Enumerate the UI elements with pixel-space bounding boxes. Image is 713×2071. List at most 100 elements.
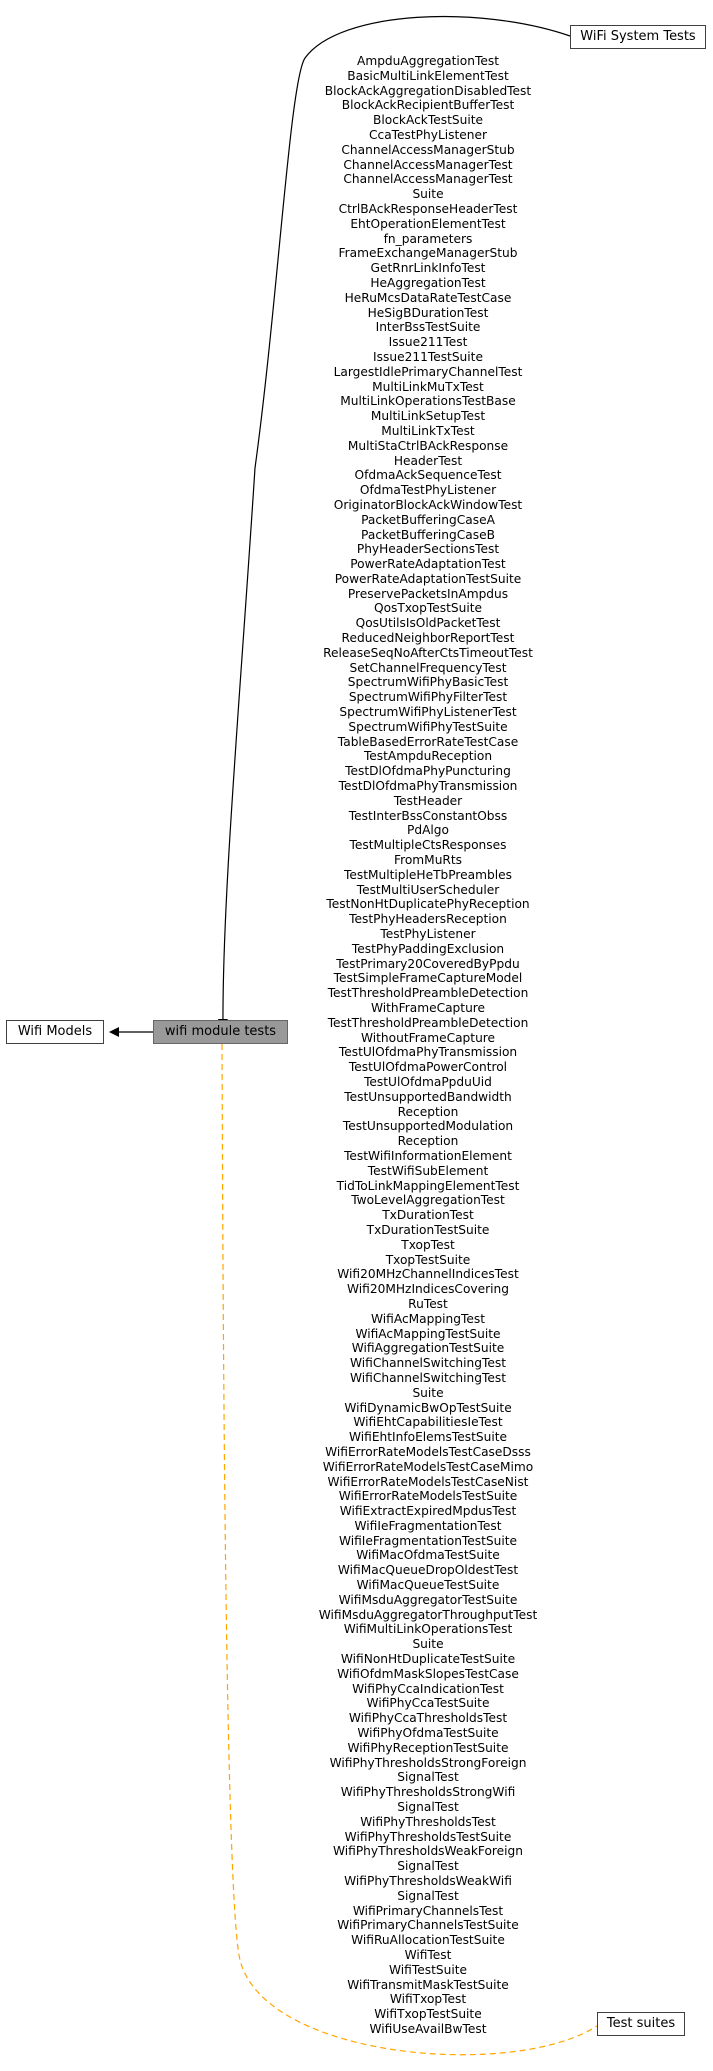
member-item[interactable]: WifiMacQueueTestSuite xyxy=(356,1578,500,1593)
member-item[interactable]: WifiChannelSwitchingTest xyxy=(349,1356,507,1371)
member-item[interactable]: Issue211Test xyxy=(388,335,468,350)
member-item[interactable]: ReleaseSeqNoAfterCtsTimeoutTest xyxy=(323,645,533,660)
member-item[interactable]: MultiStaCtrlBAckResponse xyxy=(347,438,509,453)
member-item[interactable]: WifiErrorRateModelsTestCaseDsss xyxy=(325,1444,531,1459)
member-item[interactable]: WifiErrorRateModelsTestCaseMimo xyxy=(322,1459,534,1474)
member-item[interactable]: PhyHeaderSectionsTest xyxy=(356,542,500,557)
member-item[interactable]: CtrlBAckResponseHeaderTest xyxy=(338,201,518,216)
member-item[interactable]: TestUnsupportedBandwidth xyxy=(344,1089,512,1104)
member-item[interactable]: TestPrimary20CoveredByPpdu xyxy=(336,956,520,971)
member-item[interactable]: TxopTest xyxy=(401,1237,455,1252)
member-item[interactable]: Suite xyxy=(412,187,444,202)
member-item[interactable]: TxDurationTestSuite xyxy=(366,1222,490,1237)
member-item[interactable]: TestThresholdPreambleDetection xyxy=(327,1015,529,1030)
member-item[interactable]: MultiLinkMuTxTest xyxy=(372,379,484,394)
member-item[interactable]: TestDlOfdmaPhyPuncturing xyxy=(345,764,511,779)
member-item[interactable]: WifiExtractExpiredMpdusTest xyxy=(339,1504,517,1519)
member-item[interactable]: TestThresholdPreambleDetection xyxy=(327,986,529,1001)
member-item[interactable]: WifiNonHtDuplicateTestSuite xyxy=(340,1652,516,1667)
member-item[interactable]: WifiAcMappingTestSuite xyxy=(355,1326,501,1341)
member-item[interactable]: HeaderTest xyxy=(393,453,463,468)
member-item[interactable]: WifiChannelSwitchingTest xyxy=(349,1370,507,1385)
member-item[interactable]: Reception xyxy=(397,1134,459,1149)
member-item[interactable]: TestWifiInformationElement xyxy=(344,1148,512,1163)
member-item[interactable]: ChannelAccessManagerTest xyxy=(343,172,513,187)
member-item[interactable]: BlockAckTestSuite xyxy=(373,113,483,128)
member-item[interactable]: WifiPhyReceptionTestSuite xyxy=(347,1740,509,1755)
member-item[interactable]: GetRnrLinkInfoTest xyxy=(370,261,486,276)
member-item[interactable]: HeSigBDurationTest xyxy=(367,305,489,320)
member-item[interactable]: WifiOfdmMaskSlopesTestCase xyxy=(337,1666,519,1681)
member-item[interactable]: WifiMsduAggregatorTestSuite xyxy=(338,1592,518,1607)
member-item[interactable]: WifiAggregationTestSuite xyxy=(351,1341,505,1356)
member-item[interactable]: WifiPhyThresholdsStrongForeign xyxy=(329,1755,527,1770)
member-item[interactable]: SpectrumWifiPhyTestSuite xyxy=(348,719,508,734)
member-item[interactable]: WifiErrorRateModelsTestSuite xyxy=(338,1489,518,1504)
member-item[interactable]: TestAmpduReception xyxy=(363,749,493,764)
member-item[interactable]: TestPhyListener xyxy=(380,927,476,942)
member-item[interactable]: TestSimpleFrameCaptureModel xyxy=(333,971,523,986)
member-item[interactable]: TestUlOfdmaPowerControl xyxy=(348,1060,508,1075)
member-item[interactable]: TidToLinkMappingElementTest xyxy=(336,1178,520,1193)
member-item[interactable]: HeRuMcsDataRateTestCase xyxy=(344,290,512,305)
member-item[interactable]: WifiPrimaryChannelsTestSuite xyxy=(337,1918,519,1933)
member-item[interactable]: WifiErrorRateModelsTestCaseNist xyxy=(327,1474,529,1489)
member-item[interactable]: WifiMultiLinkOperationsTest xyxy=(343,1622,513,1637)
member-item[interactable]: PreservePacketsInAmpdus xyxy=(347,586,509,601)
member-item[interactable]: SignalTest xyxy=(397,1859,459,1874)
member-item[interactable]: TestMultipleCtsResponses xyxy=(349,838,507,853)
member-item[interactable]: WifiPhyCcaThresholdsTest xyxy=(348,1711,508,1726)
member-item[interactable]: QosUtilsIsOldPacketTest xyxy=(355,616,501,631)
member-item[interactable]: WifiPhyThresholdsTest xyxy=(360,1814,496,1829)
member-item[interactable]: WifiPhyThresholdsWeakForeign xyxy=(332,1844,524,1859)
member-item[interactable]: SignalTest xyxy=(397,1800,459,1815)
member-item[interactable]: TestMultipleHeTbPreambles xyxy=(344,867,512,882)
member-item[interactable]: AmpduAggregationTest xyxy=(356,54,499,68)
member-item[interactable]: TestWifiSubElement xyxy=(367,1163,489,1178)
member-item[interactable]: BlockAckRecipientBufferTest xyxy=(341,98,515,113)
member-item[interactable]: OfdmaTestPhyListener xyxy=(359,483,497,498)
member-item[interactable]: Suite xyxy=(412,1385,444,1400)
member-item[interactable]: TxDurationTest xyxy=(382,1208,474,1223)
wifi-system-tests-node[interactable]: WiFi System Tests xyxy=(570,25,706,49)
member-item[interactable]: PowerRateAdaptationTest xyxy=(350,557,506,572)
member-item[interactable]: SignalTest xyxy=(397,1770,459,1785)
member-item[interactable]: WifiPhyCcaIndicationTest xyxy=(352,1681,504,1696)
member-item[interactable]: OriginatorBlockAckWindowTest xyxy=(333,497,523,512)
member-item[interactable]: ChannelAccessManagerTest xyxy=(343,157,513,172)
member-item[interactable]: TestPhyPaddingExclusion xyxy=(351,941,505,956)
member-item[interactable]: QosTxopTestSuite xyxy=(374,601,482,616)
member-item[interactable]: MultiLinkSetupTest xyxy=(370,409,486,424)
member-item[interactable]: WifiDynamicBwOpTestSuite xyxy=(344,1400,512,1415)
member-item[interactable]: WifiPhyThresholdsWeakWifi xyxy=(344,1874,512,1889)
member-item[interactable]: WifiRuAllocationTestSuite xyxy=(351,1933,505,1948)
member-item[interactable]: EhtOperationElementTest xyxy=(350,216,506,231)
member-item[interactable]: WifiEhtInfoElemsTestSuite xyxy=(348,1430,508,1445)
member-item[interactable]: WifiPrimaryChannelsTest xyxy=(352,1903,504,1918)
member-item[interactable]: WithFrameCapture xyxy=(370,1001,486,1015)
member-item[interactable]: WifiAcMappingTest xyxy=(371,1311,485,1326)
member-item[interactable]: TxopTestSuite xyxy=(385,1252,471,1267)
member-item[interactable]: Wifi20MHzChannelIndicesTest xyxy=(337,1267,519,1282)
member-item[interactable]: SignalTest xyxy=(397,1888,459,1903)
member-item[interactable]: TestMultiUserScheduler xyxy=(356,882,500,897)
member-item[interactable]: WifiEhtCapabilitiesIeTest xyxy=(353,1415,503,1430)
member-item[interactable]: HeAggregationTest xyxy=(370,275,486,290)
member-item[interactable]: WifiTransmitMaskTestSuite xyxy=(347,1977,509,1992)
member-item[interactable]: TestInterBssConstantObss xyxy=(348,808,508,823)
member-item[interactable]: SetChannelFrequencyTest xyxy=(349,660,507,675)
member-item[interactable]: Reception xyxy=(397,1104,459,1119)
member-item[interactable]: Wifi20MHzIndicesCovering xyxy=(347,1282,509,1297)
member-item[interactable]: Suite xyxy=(412,1637,444,1652)
member-item[interactable]: BlockAckAggregationDisabledTest xyxy=(324,83,532,98)
member-item[interactable]: OfdmaAckSequenceTest xyxy=(354,468,502,483)
wifi-models-node[interactable]: Wifi Models xyxy=(6,1020,104,1044)
member-item[interactable]: ReducedNeighborReportTest xyxy=(341,631,515,646)
member-item[interactable]: WifiUseAvailBwTest xyxy=(369,2021,487,2036)
member-item[interactable]: LargestIdlePrimaryChannelTest xyxy=(333,364,523,379)
member-item[interactable]: WifiPhyThresholdsTestSuite xyxy=(344,1829,512,1844)
member-item[interactable]: WifiMsduAggregatorThroughputTest xyxy=(318,1607,538,1622)
member-item[interactable]: PdAlgo xyxy=(406,823,449,838)
member-item[interactable]: BasicMultiLinkElementTest xyxy=(347,68,509,83)
member-item[interactable]: fn_parameters xyxy=(383,231,473,246)
